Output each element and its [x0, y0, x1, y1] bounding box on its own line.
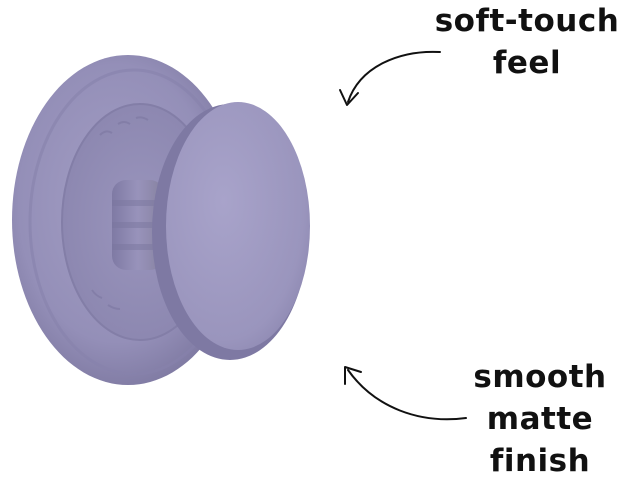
grip-cap [166, 102, 310, 350]
embossed-lettering [91, 116, 149, 310]
callout-top-line1: soft-touch [434, 3, 620, 39]
callout-top-line2: feel [492, 45, 562, 81]
callout-smooth-matte: smooth matte finish [460, 356, 620, 482]
callout-soft-touch: soft-touch feel [432, 0, 622, 84]
callout-bottom-line1: smooth [473, 359, 607, 395]
callout-bottom-line3: finish [489, 443, 591, 479]
callout-bottom-line2: matte [486, 401, 594, 437]
